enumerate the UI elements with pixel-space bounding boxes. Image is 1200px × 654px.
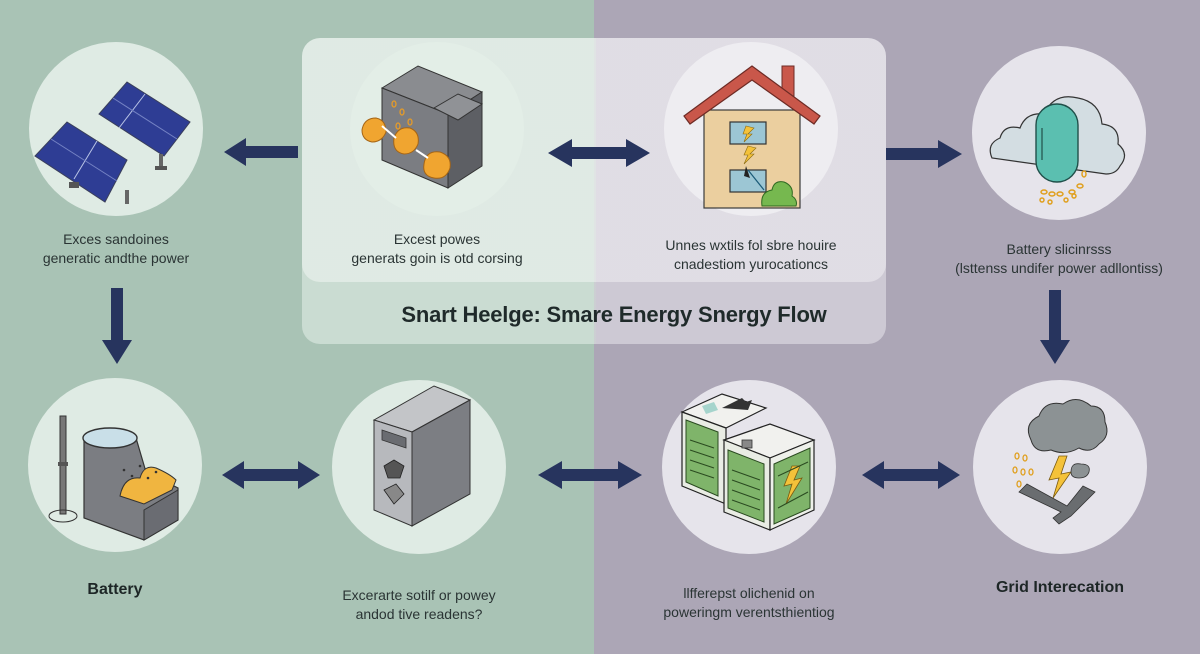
storage-unit-label-line-1: Excerarte sotilf or powey (342, 587, 496, 603)
solar-label-line-1: Exces sandoines (63, 231, 169, 247)
arrow-grid-packs-bidirectional (862, 461, 960, 489)
battery-label-line-1: Battery (87, 581, 143, 598)
house-label-line-2: cnadestiom yurocationcs (673, 256, 829, 272)
inverter-label-line-2: generats goin is otd corsing (351, 250, 523, 266)
grid-label-line-1: Grid Interecation (995, 579, 1125, 596)
house-label-line-1: Unnes wxtils fol sbre houire (665, 237, 837, 253)
cloud-battery-icon (989, 96, 1126, 205)
inverter-icon (361, 65, 484, 189)
inverter-label: Excest powes generats goin is otd corsin… (330, 230, 544, 268)
battery-cloud-label-line-1: Battery slicinrsss (1006, 241, 1112, 257)
solar-label-line-2: generatic andthe power (42, 250, 190, 266)
solar-panel-icon (34, 81, 191, 204)
battery-packs-label: llfferepst olichenid on poweringm verent… (622, 584, 876, 622)
arrow-battery-storage-bidirectional (222, 461, 320, 489)
battery-cloud-label-line-2: (lsttenss undifer power adllontiss) (955, 260, 1163, 276)
battery-cloud-label: Battery slicinrsss (lsttenss undifer pow… (932, 240, 1186, 278)
battery-packs-circle (662, 380, 836, 554)
battery-circle (28, 378, 202, 552)
battery-icon (48, 415, 179, 541)
grid-label: Grid Interecation (953, 578, 1167, 597)
diagram-title: Snart Heelge: Smare Energy Snergy Flow (401, 302, 827, 327)
arrow-battery-cloud-to-grid (1040, 290, 1070, 364)
solar-label: Exces sandoines generatic andthe power (9, 230, 223, 268)
battery-pack-icon (680, 393, 816, 531)
storage-unit-label-line-2: andod tive readens? (355, 606, 483, 622)
battery-cloud-circle (972, 46, 1146, 220)
grid-circle (973, 380, 1147, 554)
storage-unit-circle (332, 380, 506, 554)
arrow-house-to-battery-cloud (886, 140, 962, 168)
arrow-inverter-house-bidirectional (548, 139, 650, 167)
battery-label: Battery (8, 580, 222, 599)
storage-cabinet-icon (372, 385, 472, 527)
battery-packs-label-line-1: llfferepst olichenid on (683, 585, 815, 601)
storage-unit-label: Excerarte sotilf or powey andod tive rea… (312, 586, 526, 624)
house-circle (664, 42, 838, 216)
solar-circle (29, 42, 203, 216)
arrow-solar-to-battery (102, 288, 132, 364)
grid-storm-icon (1012, 399, 1108, 525)
inverter-circle (350, 42, 524, 216)
arrow-inverter-to-solar (224, 138, 298, 166)
arrow-storage-packs-bidirectional (538, 461, 642, 489)
inverter-label-line-1: Excest powes (393, 231, 481, 247)
battery-packs-label-line-2: poweringm verentsthientiog (663, 604, 835, 620)
house-icon (683, 65, 821, 209)
house-label: Unnes wxtils fol sbre houire cnadestiom … (624, 236, 878, 274)
